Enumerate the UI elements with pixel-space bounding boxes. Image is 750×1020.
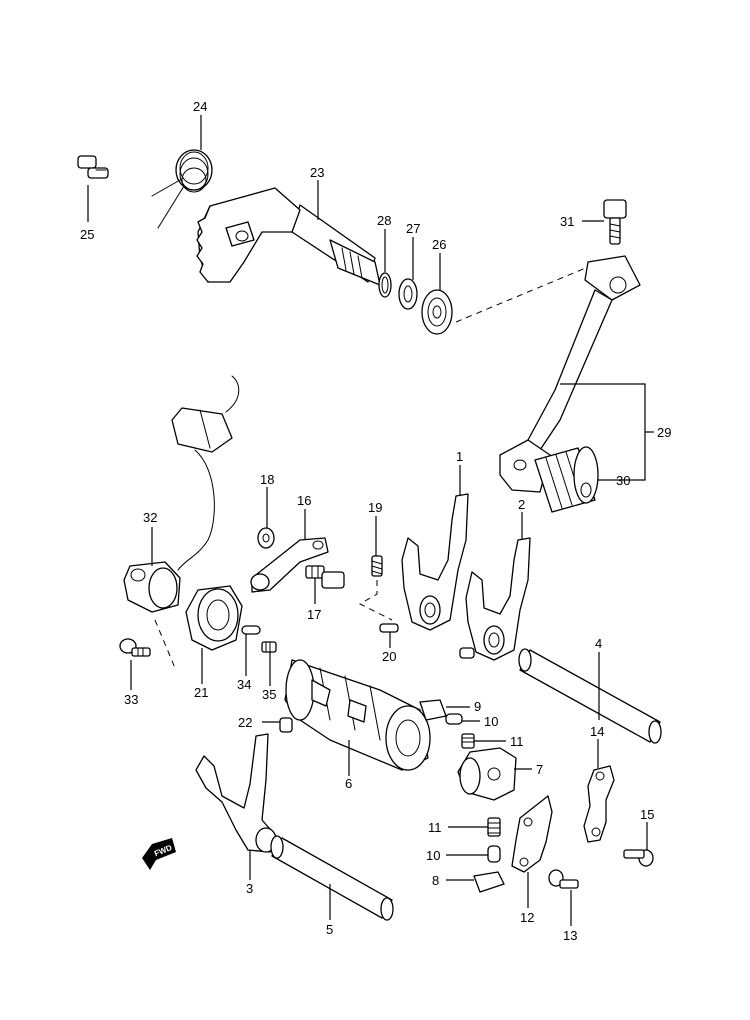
part-2-shift-fork: [459, 537, 531, 661]
callout-27: 27: [406, 221, 420, 236]
leader-lines: [87, 115, 654, 926]
callout-26: 26: [432, 237, 446, 252]
callout-30: 30: [616, 473, 630, 488]
callout-32: 32: [143, 510, 157, 525]
part-26-oil-seal: [421, 289, 453, 335]
part-17-bolt: [305, 565, 345, 589]
callout-20: 20: [382, 649, 396, 664]
callout-25: 25: [80, 227, 94, 242]
part-35-spring: [261, 641, 277, 653]
part-8-pawl: [473, 871, 505, 893]
callout-9: 9: [474, 699, 481, 714]
callout-1: 1: [456, 449, 463, 464]
part-27-washer: [398, 278, 418, 310]
callout-33: 33: [124, 692, 138, 707]
callout-10-upper: 10: [484, 714, 498, 729]
callout-10-lower: 10: [426, 848, 440, 863]
part-20-pin: [379, 623, 399, 633]
callout-labels: 1 2 3 4 5 6 7 8 9 10 10 11 11 12 13 14 1…: [80, 99, 671, 943]
callout-21: 21: [194, 685, 208, 700]
callout-8: 8: [432, 873, 439, 888]
callout-15: 15: [640, 807, 654, 822]
part-34-pin: [241, 625, 261, 635]
part-5-fork-shaft: [270, 835, 394, 921]
fwd-arrow-icon: FWD: [142, 838, 176, 870]
part-21-cam-stopper-plate: [185, 585, 243, 651]
part-10-pin-lower: [487, 845, 501, 863]
callout-31: 31: [560, 214, 574, 229]
part-28-circlip: [378, 272, 392, 298]
callout-34: 34: [237, 677, 251, 692]
callout-14: 14: [590, 724, 604, 739]
part-23-gearshift-shaft: [196, 187, 381, 286]
part-33-screw: [119, 638, 151, 657]
part-14-pawl-lifter: [583, 765, 615, 843]
part-22-pin: [279, 717, 293, 733]
callout-22: 22: [238, 715, 252, 730]
part-10-pin-upper: [445, 713, 463, 725]
part-19-spring: [371, 555, 383, 577]
callout-16: 16: [297, 493, 311, 508]
callout-17: 17: [307, 607, 321, 622]
callout-12: 12: [520, 910, 534, 925]
part-30-rubber-pedal: [534, 446, 599, 513]
callout-28: 28: [377, 213, 391, 228]
part-32-gear-position-switch: [123, 375, 240, 613]
callout-23: 23: [310, 165, 324, 180]
callout-11-upper: 11: [510, 734, 524, 749]
part-25-bolt: [77, 155, 109, 179]
callout-5: 5: [326, 922, 333, 937]
part-31-bolt: [603, 199, 627, 245]
callout-24: 24: [193, 99, 207, 114]
part-3-shift-fork: [195, 733, 277, 853]
part-12-cam-guide: [511, 795, 553, 873]
part-15-screw: [623, 849, 654, 867]
callout-7: 7: [536, 762, 543, 777]
callout-29: 29: [657, 425, 671, 440]
callout-35: 35: [262, 687, 276, 702]
part-16-cam-stopper: [250, 537, 329, 593]
part-11-spring-upper: [461, 733, 475, 749]
callout-6: 6: [345, 776, 352, 791]
callout-11-lower: 11: [428, 820, 442, 835]
callout-2: 2: [518, 497, 525, 512]
callout-4: 4: [595, 636, 602, 651]
part-24-spring: [151, 149, 213, 229]
part-7-cam-driven-gear: [457, 747, 517, 801]
callout-18: 18: [260, 472, 274, 487]
callout-13: 13: [563, 928, 577, 943]
part-13-screw: [548, 869, 579, 889]
part-4-fork-shaft: [518, 648, 662, 744]
part-11-spring-lower: [487, 817, 501, 837]
part-18-washer: [257, 527, 275, 549]
callout-19: 19: [368, 500, 382, 515]
callout-3: 3: [246, 881, 253, 896]
part-6-gearshift-cam: [284, 659, 431, 771]
part-29-gearshift-lever: [499, 255, 641, 493]
part-1-shift-fork: [401, 493, 469, 631]
